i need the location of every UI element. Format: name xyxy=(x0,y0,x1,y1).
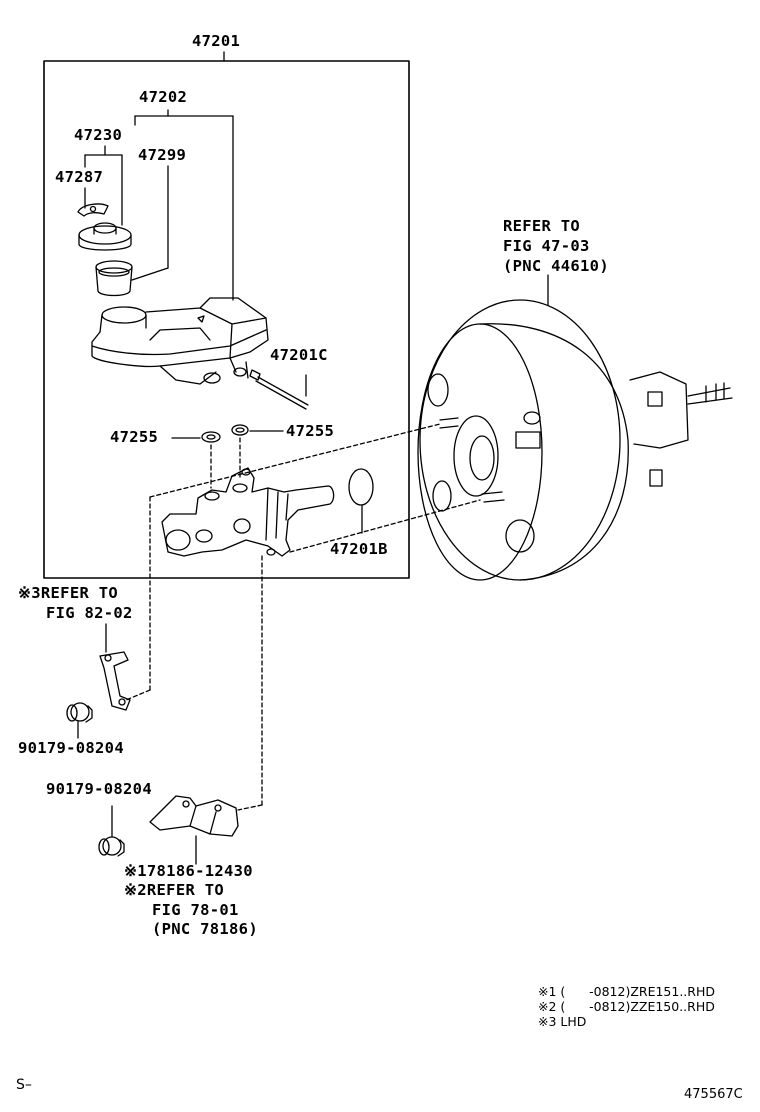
strainer-47299 xyxy=(95,260,133,297)
brake-booster xyxy=(417,274,733,581)
label-90179-a: 90179-08204 xyxy=(18,739,124,757)
label-47230: 47230 xyxy=(74,126,123,144)
ref-rhd-line1: ※2REFER TO xyxy=(124,881,224,899)
bracket-lhd xyxy=(99,623,131,711)
label-47299: 47299 xyxy=(138,146,187,164)
ref-rhd-line3: (PNC 78186) xyxy=(152,920,258,938)
leader-47299 xyxy=(131,165,169,281)
label-47201c: 47201C xyxy=(270,346,328,364)
nut-90179-b xyxy=(98,805,125,857)
reservoir-cap-47230 xyxy=(78,222,132,251)
label-47201: 47201 xyxy=(192,32,241,50)
leader-47230 xyxy=(84,145,123,226)
nut-90179-a xyxy=(66,702,93,739)
label-47201b: 47201B xyxy=(330,540,388,558)
grommet-47255-left xyxy=(171,431,221,443)
o-ring-47201b xyxy=(348,468,374,534)
bracket-78186 xyxy=(149,795,239,865)
ref-lhd-line2: FIG 82-02 xyxy=(46,604,133,622)
footer-code: 475567C xyxy=(684,1087,743,1102)
label-47255-right: 47255 xyxy=(286,422,335,440)
master-cylinder xyxy=(161,467,335,557)
label-78186: ※178186-12430 xyxy=(124,862,253,880)
leader-47202 xyxy=(134,109,234,301)
label-47255-left: 47255 xyxy=(110,428,159,446)
note-1: ※1 ( -0812)ZRE151..RHD xyxy=(538,984,715,999)
pin-47201c xyxy=(249,369,309,410)
ref-lhd-line1: ※3REFER TO xyxy=(18,584,118,602)
clip-47287 xyxy=(77,203,109,217)
assembly-box-47201 xyxy=(43,60,410,579)
label-47287: 47287 xyxy=(55,168,104,186)
ref-booster-line2: FIG 47-03 xyxy=(503,237,590,255)
ref-booster-line3: (PNC 44610) xyxy=(503,257,609,275)
grommet-47255-right xyxy=(231,424,284,436)
dashed-leaders xyxy=(125,423,481,811)
note-2: ※2 ( -0812)ZZE150..RHD xyxy=(538,999,715,1014)
ref-rhd-line2: FIG 78-01 xyxy=(152,901,239,919)
label-47202: 47202 xyxy=(139,88,188,106)
note-3: ※3 LHD xyxy=(538,1014,587,1029)
label-90179-b: 90179-08204 xyxy=(46,780,152,798)
footer-left: S– xyxy=(16,1077,32,1093)
ref-booster-line1: REFER TO xyxy=(503,217,581,235)
reservoir-tank xyxy=(91,297,269,385)
